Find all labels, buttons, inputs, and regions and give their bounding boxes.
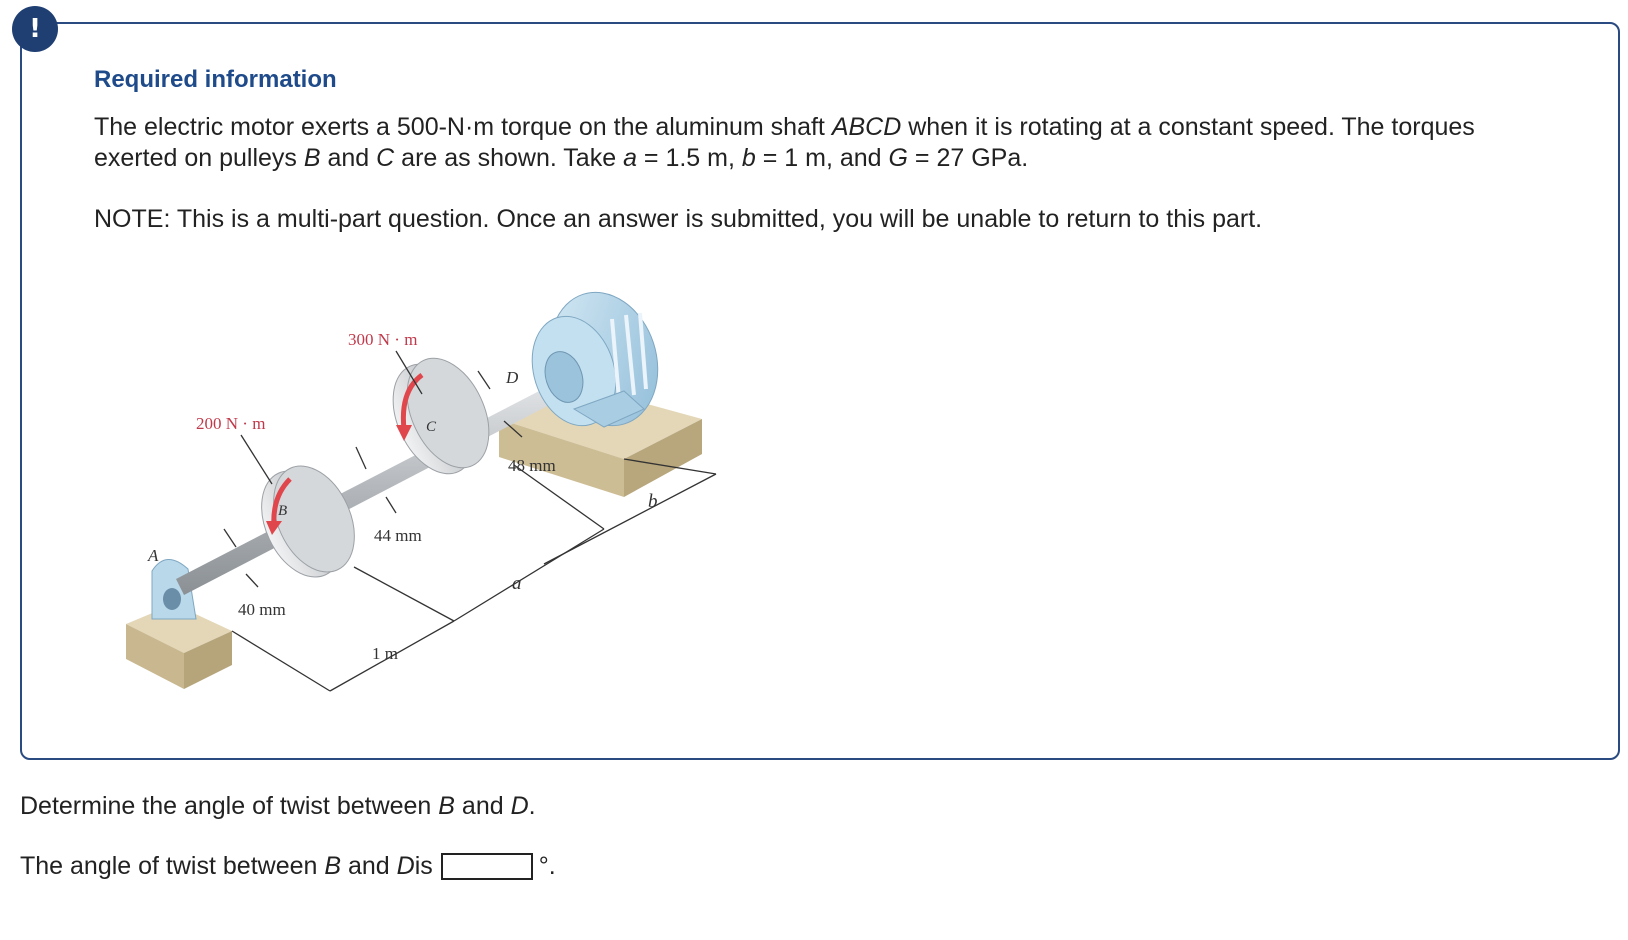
length-b-label: b (648, 491, 658, 512)
length-1m-label: 1 m (372, 644, 398, 663)
shaft-motor-figure: 200 N · m 300 N · m A B C D 40 mm 44 mm … (104, 279, 764, 739)
problem-text: when it is rotating at a constant speed.… (94, 113, 1475, 172)
var-b-length: b (741, 144, 756, 172)
multipart-note: NOTE: This is a multi-part question. Onc… (94, 205, 1263, 233)
answer-text: is (414, 852, 433, 880)
required-information-panel: Required information The electric motor … (20, 22, 1620, 760)
answer-text: The angle of twist between (20, 852, 318, 880)
dimension-lines (223, 350, 717, 692)
problem-text: = 1.5 m, (636, 144, 742, 172)
figure-svg: 200 N · m 300 N · m A B C D 40 mm 44 mm … (126, 291, 717, 692)
pulley-b (261, 465, 355, 578)
question-text: Determine the angle of twist between (20, 792, 439, 820)
point-d-label: D (505, 368, 519, 387)
point-c-label: C (426, 419, 437, 435)
problem-text: The electric motor exerts a 500-N·m torq… (94, 113, 832, 141)
var-d: D (396, 852, 415, 880)
var-a: a (623, 144, 637, 172)
var-d: D (510, 792, 529, 820)
question-text: . (528, 792, 536, 820)
question-text: and (454, 792, 511, 820)
torque-c-label: 300 N · m (348, 330, 417, 349)
var-g: G (888, 144, 908, 172)
var-b: B (303, 144, 321, 172)
panel-heading: Required information (94, 66, 337, 93)
problem-text: and (320, 144, 377, 172)
shaft-abcd (176, 374, 580, 595)
alert-icon: ! (12, 6, 58, 52)
var-b: B (324, 852, 342, 880)
dia-cd-label: 48 mm (508, 456, 556, 475)
pulley-c (392, 357, 490, 475)
question-prompt: Determine the angle of twist between B a… (20, 792, 536, 821)
var-b: B (438, 792, 455, 820)
length-a-label: a (512, 573, 522, 594)
motor (531, 291, 659, 428)
answer-text: and (348, 852, 390, 880)
problem-text: = 1 m, and (755, 144, 889, 172)
var-c: C (376, 144, 395, 172)
problem-statement: The electric motor exerts a 500-N·m torq… (94, 112, 1554, 174)
point-b-label: B (278, 503, 287, 519)
answer-row: The angle of twist between B and D is °. (20, 852, 556, 881)
torque-arrow-c (400, 372, 424, 430)
dia-ab-label: 40 mm (238, 600, 286, 619)
angle-answer-input[interactable] (440, 853, 533, 880)
dia-bc-label: 44 mm (374, 526, 422, 545)
problem-text: = 27 GPa. (907, 144, 1029, 172)
point-a-label: A (147, 546, 159, 565)
var-abcd: ABCD (831, 113, 902, 141)
torque-b-label: 200 N · m (196, 414, 265, 433)
degree-unit: °. (538, 852, 556, 880)
problem-text: are as shown. Take (394, 144, 624, 172)
